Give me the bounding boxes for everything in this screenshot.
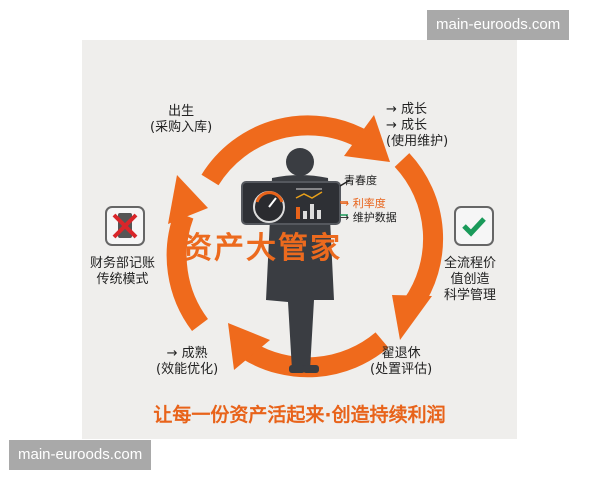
stage-retire: 翟退休 (处置评估)	[370, 346, 433, 377]
watermark-bottom: main-euroods.com	[9, 440, 152, 470]
crossed-phone-icon	[105, 206, 145, 246]
checkmark-icon	[454, 206, 494, 246]
stage-growth: → 成长 → 成长 (使用维护)	[386, 102, 449, 149]
left-note: 财务部记账 传统模式	[90, 256, 156, 287]
stage-mature: → 成熟 (效能优化)	[156, 346, 219, 377]
dashboard-label-youth: 青春度	[344, 174, 377, 187]
dashboard-label-maintenance: → 维护数据	[340, 211, 397, 224]
center-title: 资产大管家	[182, 231, 342, 266]
dashboard-label-rate: → 利率度	[340, 197, 386, 210]
infographic-panel: 资产大管家 青春度 → 利率度 → 维护数据 出生 (采购入库) → 成长 → …	[82, 40, 517, 439]
lifecycle-cycle-arrows	[166, 115, 444, 378]
right-note: 全流程价 值创造 科学管理	[444, 256, 497, 303]
watermark-top: main-euroods.com	[427, 10, 570, 40]
dashboard-screen	[241, 179, 351, 225]
slogan: 让每一份资产活起来·创造持续利润	[153, 404, 446, 426]
stage-birth: 出生 (采购入库)	[150, 104, 213, 135]
